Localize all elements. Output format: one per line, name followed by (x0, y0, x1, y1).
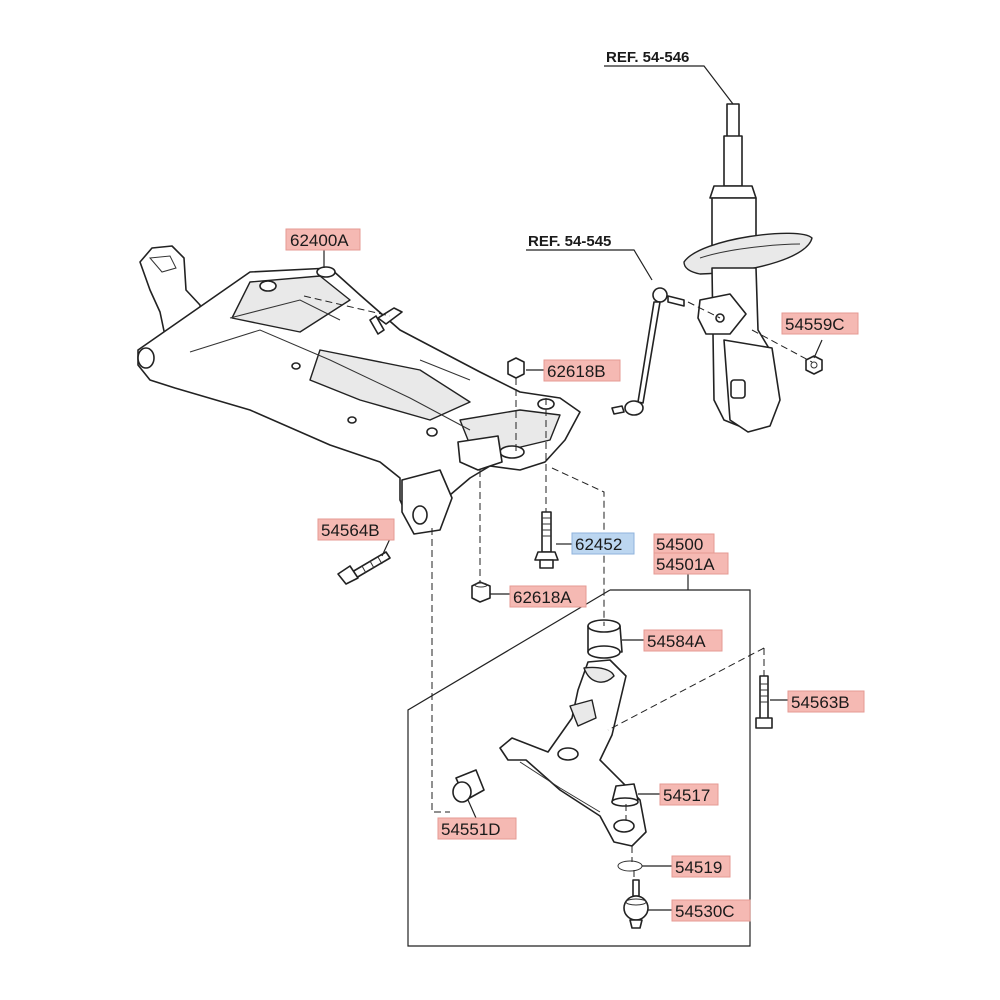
svg-text:54530C: 54530C (675, 902, 735, 921)
part-label-62400a[interactable]: 62400A (285, 228, 361, 251)
svg-text:54563B: 54563B (791, 693, 850, 712)
svg-text:REF. 54-545: REF. 54-545 (528, 233, 611, 250)
bushing-54584a-icon (587, 619, 623, 659)
svg-text:62400A: 62400A (290, 231, 349, 250)
part-label-62618a[interactable]: 62618A (509, 585, 587, 608)
bolt-54563b-icon (755, 675, 773, 729)
svg-text:54500: 54500 (656, 535, 703, 554)
nut-62618b-icon (507, 357, 525, 379)
svg-text:REF. 54-546: REF. 54-546 (606, 49, 689, 66)
svg-text:62452: 62452 (575, 535, 622, 554)
part-label-54584a[interactable]: 54584A (643, 629, 723, 652)
strut-assembly (683, 103, 813, 433)
part-label-54500[interactable]: 54500 (653, 533, 715, 554)
part-label-54501a[interactable]: 54501A (653, 552, 729, 575)
ref-54-546-label[interactable]: REF. 54-546 (606, 49, 689, 66)
svg-text:54551D: 54551D (441, 820, 501, 839)
leader-lines (303, 65, 823, 947)
ref-54-545-label[interactable]: REF. 54-545 (528, 233, 611, 250)
svg-text:62618B: 62618B (547, 362, 606, 381)
bolt-62452-icon (534, 511, 559, 569)
part-label-54563b[interactable]: 54563B (787, 690, 865, 713)
svg-text:62618A: 62618A (513, 588, 572, 607)
lower-control-arm (499, 659, 647, 847)
stabilizer-link (611, 287, 685, 416)
part-label-54517[interactable]: 54517 (659, 783, 719, 806)
svg-text:54584A: 54584A (647, 632, 706, 651)
part-label-62618b[interactable]: 62618B (543, 359, 621, 382)
snap-ring-54519-icon (617, 860, 643, 872)
part-label-54551d[interactable]: 54551D (437, 817, 517, 840)
part-label-54519[interactable]: 54519 (671, 855, 731, 878)
svg-text:54517: 54517 (663, 786, 710, 805)
dust-boot-54517-icon (611, 783, 639, 807)
part-label-54564b[interactable]: 54564B (317, 518, 395, 541)
svg-text:54559C: 54559C (785, 315, 845, 334)
svg-text:54519: 54519 (675, 858, 722, 877)
part-label-54530c[interactable]: 54530C (671, 899, 751, 922)
part-label-62452[interactable]: 62452 (571, 532, 635, 555)
bolt-54564b-icon (337, 551, 391, 585)
nut-62618a-icon (471, 581, 491, 603)
ball-joint-54530c-icon (623, 879, 649, 929)
nut-54559c-icon (805, 355, 823, 375)
svg-text:54564B: 54564B (321, 521, 380, 540)
subframe-crossmember (137, 245, 581, 535)
bushing-54551d-icon (452, 769, 485, 803)
svg-text:54501A: 54501A (656, 555, 715, 574)
part-label-54559c[interactable]: 54559C (781, 312, 859, 335)
